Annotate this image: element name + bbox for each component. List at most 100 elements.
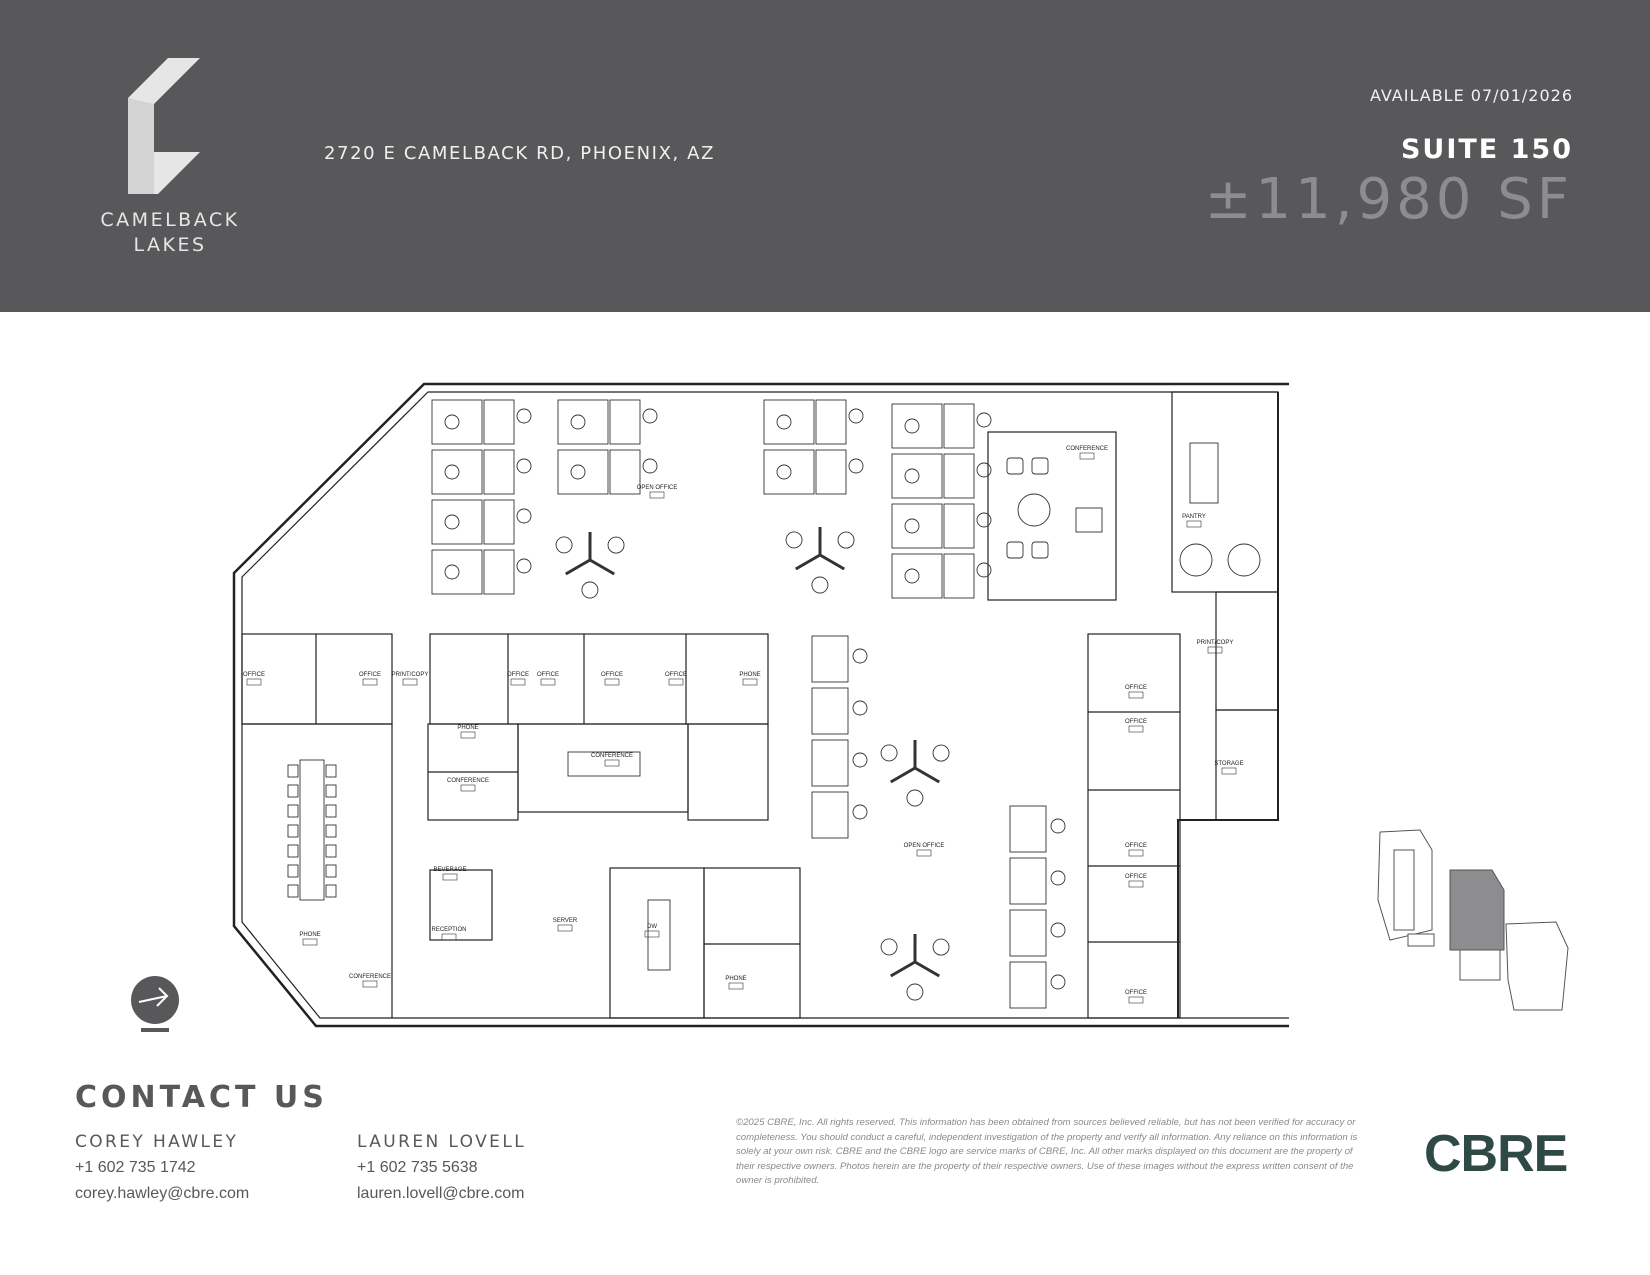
chair-icon	[287, 804, 299, 818]
chair-icon	[776, 414, 792, 430]
room-label: OFFICE	[1125, 843, 1147, 849]
room-number-tag	[540, 678, 556, 686]
room-number-tag	[1128, 849, 1144, 857]
room-number-tag	[557, 924, 573, 932]
north-arrow-icon	[131, 976, 179, 1032]
contact-phone[interactable]: +1 602 735 1742	[75, 1159, 196, 1176]
room-number-tag	[510, 678, 526, 686]
chair-icon	[607, 536, 625, 554]
chair-icon	[444, 514, 460, 530]
workstation-desk	[811, 635, 849, 683]
room-label: CONFERENCE	[1066, 446, 1108, 452]
contact-email[interactable]: corey.hawley@cbre.com	[75, 1185, 250, 1202]
workstation-desk	[943, 503, 975, 549]
chair-icon	[811, 576, 829, 594]
chair-icon	[976, 512, 992, 528]
chair-icon	[325, 884, 337, 898]
workstation-desk	[943, 403, 975, 449]
chair-icon	[837, 531, 855, 549]
pod-divider	[914, 960, 940, 978]
room-number-tag	[1207, 646, 1223, 654]
chair-icon	[906, 789, 924, 807]
lounge-chair-icon	[1006, 457, 1024, 475]
room-number-tag	[1128, 725, 1144, 733]
room-label: SERVER	[553, 918, 578, 924]
chair-icon	[880, 938, 898, 956]
room-label: RECEPTION	[431, 927, 466, 933]
storage-wall	[1215, 709, 1279, 821]
room-number-tag	[916, 849, 932, 857]
floor-plan-walls	[232, 382, 1289, 1028]
logo-wordmark: CAMELBACK LAKES	[60, 208, 280, 258]
header-banner: CAMELBACK LAKES 2720 E CAMELBACK RD, PHO…	[0, 0, 1650, 312]
furniture	[287, 399, 1261, 1009]
room-label: OFFICE	[1125, 990, 1147, 996]
room-number-tag	[302, 938, 318, 946]
property-address: 2720 E CAMELBACK RD, PHOENIX, AZ	[324, 143, 716, 164]
chair-icon	[932, 744, 950, 762]
print-copy-wall	[1215, 591, 1279, 711]
room-label: OFFICE	[1125, 685, 1147, 691]
chair-icon	[444, 564, 460, 580]
chair-icon	[852, 648, 868, 664]
chair-icon	[516, 508, 532, 524]
workstation-desk	[609, 399, 641, 445]
floor-plan: OPEN OFFICECONFERENCEPANTRYPRINT/COPYOFF…	[131, 382, 1569, 1032]
room-label: OFFICE	[537, 672, 559, 678]
offices-east-wall	[1087, 633, 1181, 1019]
cbre-logo: CBRE	[1424, 1125, 1568, 1183]
room-number-tag	[1128, 880, 1144, 888]
workstation-desk	[891, 403, 943, 449]
workstation-desk	[811, 687, 849, 735]
chair-icon	[516, 558, 532, 574]
chair-icon	[904, 418, 920, 434]
room-number-tag	[728, 982, 744, 990]
room-number-tag	[1128, 691, 1144, 699]
chair-icon	[785, 531, 803, 549]
chair-icon	[581, 581, 599, 599]
room-number-tag	[442, 873, 458, 881]
legal-disclaimer: ©2025 CBRE, Inc. All rights reserved. Th…	[736, 1117, 1358, 1187]
chair-icon	[1050, 870, 1066, 886]
room-label: OFFICE	[243, 672, 265, 678]
chair-icon	[1050, 974, 1066, 990]
chair-icon	[932, 938, 950, 956]
room-number-tag	[1079, 452, 1095, 460]
chair-icon	[1050, 818, 1066, 834]
room-label: CONFERENCE	[447, 778, 489, 784]
chair-icon	[287, 864, 299, 878]
room-number-tag	[604, 759, 620, 767]
lounge-chair-icon	[1006, 541, 1024, 559]
chair-icon	[325, 864, 337, 878]
chair-icon	[325, 844, 337, 858]
right-wall	[1177, 392, 1279, 1018]
pantry-wall	[1171, 391, 1279, 593]
west-print-copy-wall	[429, 633, 769, 725]
contact-phone[interactable]: +1 602 735 5638	[357, 1159, 478, 1176]
chair-icon	[287, 884, 299, 898]
room-label: PRINT/COPY	[1197, 640, 1234, 646]
chair-icon	[904, 468, 920, 484]
contact-name: COREY HAWLEY	[75, 1132, 239, 1152]
room-label: STORAGE	[1214, 761, 1243, 767]
server-wall	[703, 867, 801, 1019]
room-label: OFFICE	[601, 672, 623, 678]
workstation-desk	[943, 453, 975, 499]
contact-email[interactable]: lauren.lovell@cbre.com	[357, 1185, 525, 1202]
chair-icon	[570, 414, 586, 430]
room-number-tag	[460, 731, 476, 739]
chair-icon	[516, 408, 532, 424]
workstation-desk	[483, 449, 515, 495]
suite-number: SUITE 150	[1400, 134, 1573, 165]
chair-icon	[444, 464, 460, 480]
chair-icon	[848, 408, 864, 424]
room-label: PRINT/COPY	[392, 672, 429, 678]
chair-icon	[642, 458, 658, 474]
chair-icon	[976, 412, 992, 428]
chair-icon	[325, 804, 337, 818]
chair-icon	[325, 824, 337, 838]
round-table	[1227, 543, 1261, 577]
room-number-tag	[1221, 767, 1237, 775]
round-table	[1179, 543, 1213, 577]
workstation-desk	[763, 449, 815, 495]
